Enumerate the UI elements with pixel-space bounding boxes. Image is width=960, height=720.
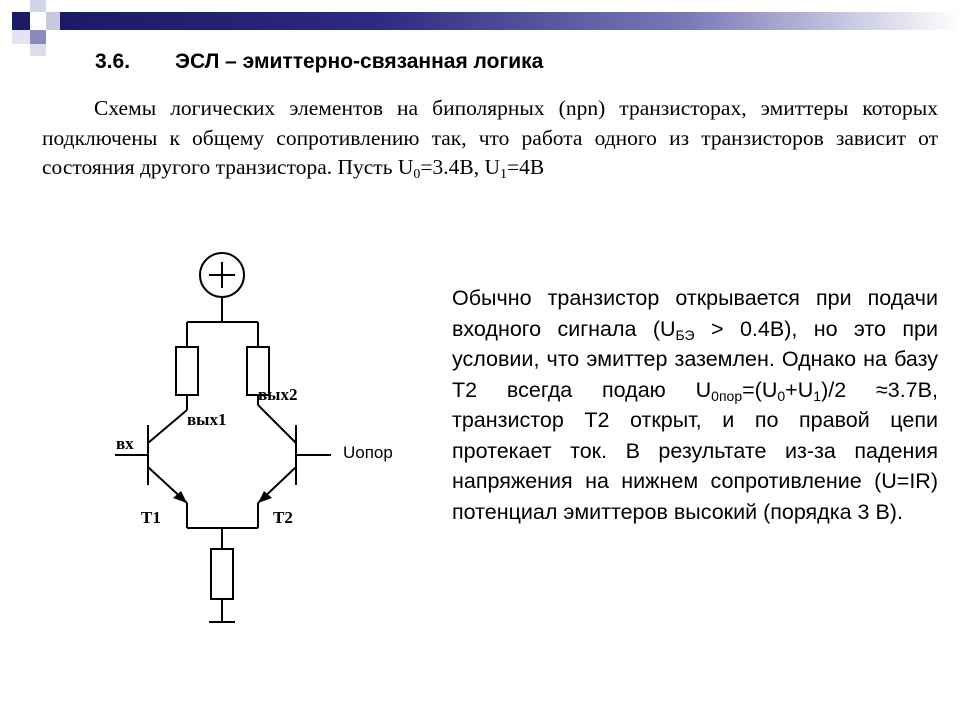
intro-formula: U0=3.4В, U1=4В	[397, 155, 545, 182]
t2-emitter-arrow	[258, 491, 272, 503]
label-reference: Uопор	[343, 443, 393, 462]
explanation-text: Обычно транзистор открывается при подачи…	[452, 286, 938, 341]
label-out1: вых1	[187, 410, 226, 429]
section-heading: 3.6. ЭСЛ – эмиттерно-связанная логика	[95, 50, 895, 74]
deco-square	[30, 0, 46, 12]
resistor-emitter	[210, 548, 234, 600]
label-t2: Т2	[273, 508, 293, 527]
intro-paragraph: Схемы логических элементов на биполярных…	[42, 94, 938, 183]
explanation-text: =(U	[742, 377, 778, 402]
deco-square	[12, 30, 30, 44]
label-out2: вых2	[258, 385, 297, 404]
intro-text: Схемы логических элементов на биполярных…	[42, 96, 938, 179]
u0-value: =3.4В,	[420, 155, 480, 179]
plus-icon	[209, 262, 235, 288]
explanation-text: +U	[785, 377, 814, 402]
header-bar	[60, 12, 960, 30]
ube-subscript: БЭ	[675, 326, 695, 343]
u0-subscript: 0	[777, 387, 786, 404]
explanation-text: > 0.4В), но это при условии, что эмиттер…	[452, 316, 938, 402]
explanation-paragraph: Обычно транзистор открывается при подачи…	[452, 283, 938, 527]
corner-decoration	[0, 0, 80, 60]
ecl-circuit-diagram: вх вых1 вых2 Uопор Т1 Т2	[115, 252, 393, 623]
label-input: вх	[116, 434, 134, 453]
label-t1: Т1	[141, 508, 161, 527]
explanation-text: )/2 ≈3.7В, транзистор Т2 открыт, и по пр…	[452, 377, 938, 524]
deco-square	[12, 12, 30, 30]
u0-symbol: U	[397, 155, 414, 179]
u1-value: =4В	[507, 155, 545, 179]
deco-square	[30, 30, 46, 44]
section-title: ЭСЛ – эмиттерно-связанная логика	[175, 50, 544, 73]
deco-square	[30, 44, 46, 56]
u0por-subscript: 0пор	[711, 387, 743, 404]
u1-subscript: 1	[500, 167, 508, 182]
u0-subscript: 0	[413, 167, 421, 182]
deco-square	[46, 12, 60, 30]
section-number: 3.6.	[95, 50, 131, 73]
resistor-left	[175, 346, 199, 396]
u1-subscript: 1	[813, 387, 822, 404]
u1-symbol: U	[484, 155, 501, 179]
t1-emitter-arrow	[173, 491, 187, 503]
